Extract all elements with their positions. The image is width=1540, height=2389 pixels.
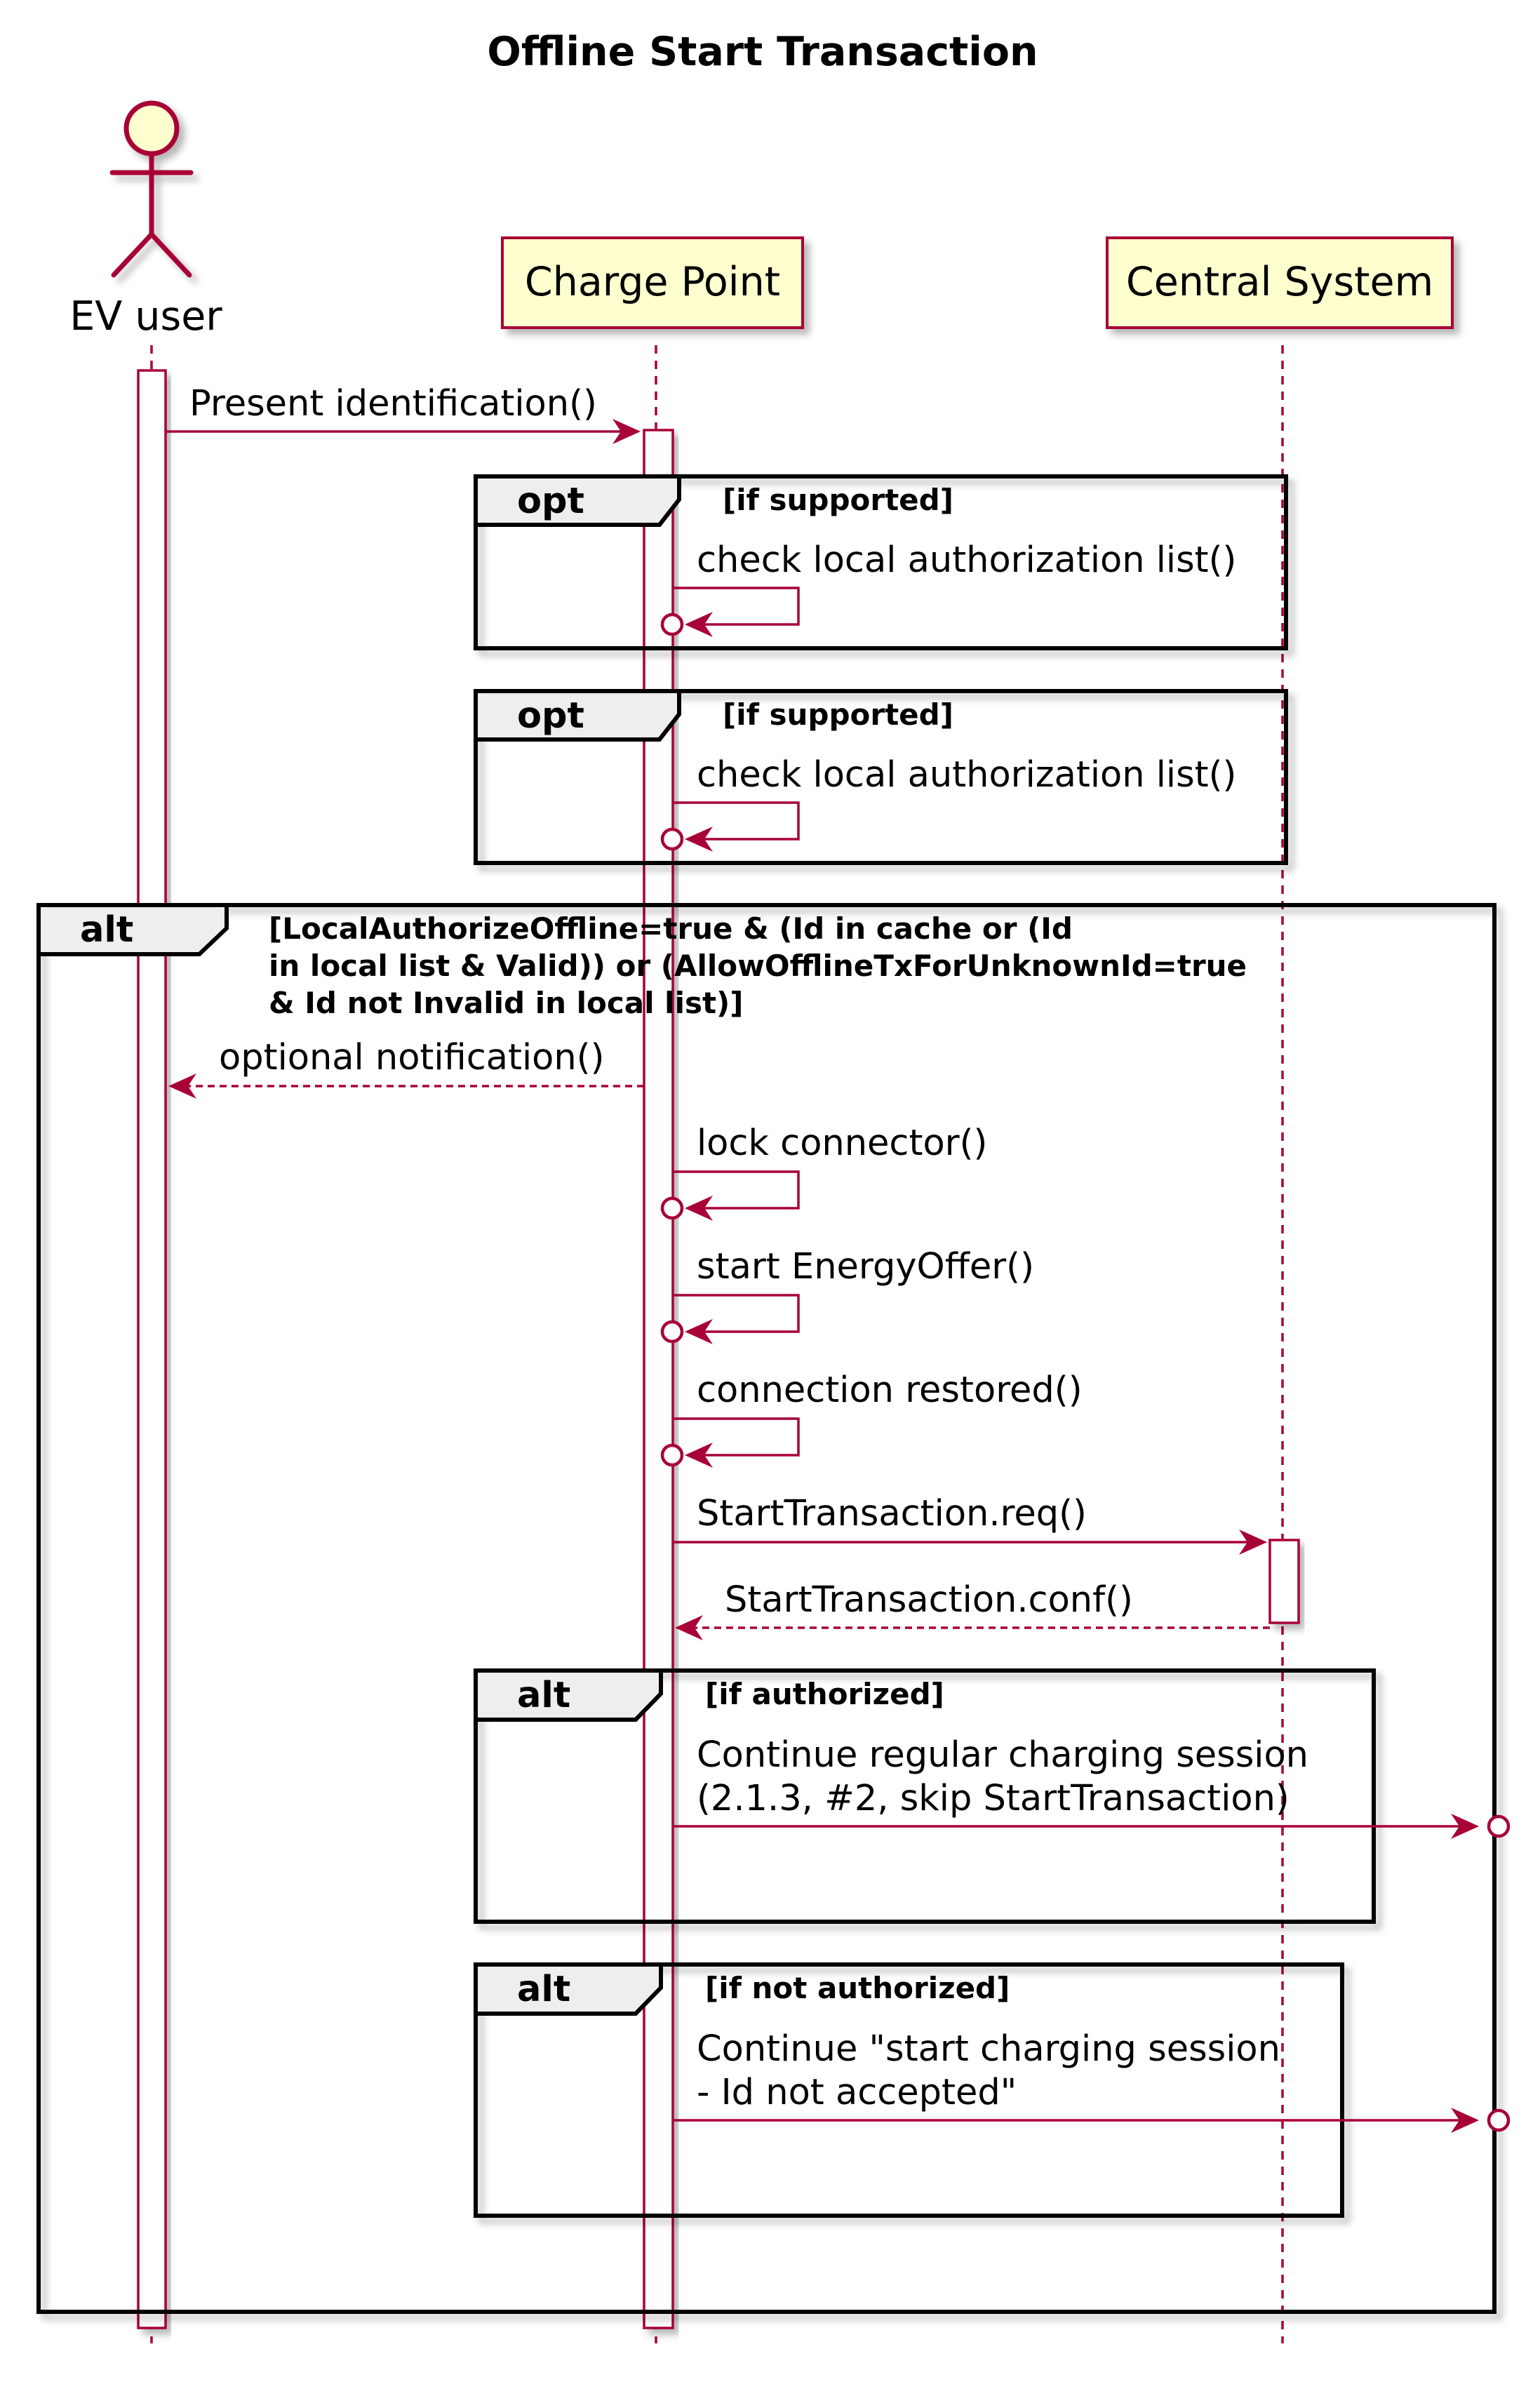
message-circle-marker bbox=[1487, 1814, 1511, 1838]
fragment-condition: [LocalAuthorizeOffline=true & (Id in cac… bbox=[269, 911, 1073, 946]
message-label: Continue regular charging session bbox=[697, 1734, 1308, 1776]
fragment-condition: [if supported] bbox=[723, 697, 953, 732]
fragment-condition: [if supported] bbox=[723, 483, 953, 517]
fragment-keyword: alt bbox=[80, 909, 133, 951]
arrowhead bbox=[685, 827, 713, 852]
message-present-identification: Present identification() bbox=[166, 383, 641, 444]
participant-label-central-system: Central System bbox=[1126, 259, 1433, 305]
message-continue-id-not-accepted: Continue "start charging session - Id no… bbox=[673, 2028, 1511, 2133]
fragment-alt-authorized: alt [if authorized] bbox=[474, 1668, 1376, 1924]
message-label: check local authorization list() bbox=[697, 540, 1236, 581]
arrowhead bbox=[168, 1073, 196, 1099]
fragment-condition: in local list & Valid)) or (AllowOffline… bbox=[269, 949, 1247, 983]
fragment-condition: [if authorized] bbox=[705, 1677, 944, 1711]
fragment-keyword: opt bbox=[517, 481, 584, 522]
message-connection-restored: connection restored() bbox=[660, 1370, 1083, 1468]
arrowhead bbox=[685, 1443, 713, 1468]
arrowhead bbox=[1239, 1530, 1267, 1555]
message-label: - Id not accepted" bbox=[697, 2072, 1017, 2113]
message-circle-marker bbox=[1487, 2108, 1511, 2132]
message-label: (2.1.3, #2, skip StartTransaction) bbox=[697, 1778, 1290, 1819]
participant-ev-user: EV user bbox=[69, 100, 222, 340]
arrowhead bbox=[675, 1615, 703, 1640]
message-circle-marker bbox=[660, 827, 684, 851]
message-label: Continue "start charging session bbox=[697, 2028, 1280, 2070]
message-start-energy-offer: start EnergyOffer() bbox=[660, 1246, 1034, 1344]
fragment-condition: [if not authorized] bbox=[705, 1971, 1010, 2005]
participant-label-ev-user: EV user bbox=[69, 293, 222, 340]
message-label: lock connector() bbox=[697, 1123, 987, 1164]
message-start-transaction-req: StartTransaction.req() bbox=[673, 1493, 1267, 1555]
arrowhead bbox=[685, 612, 713, 637]
fragment-keyword: alt bbox=[517, 1675, 570, 1716]
message-continue-regular-charging: Continue regular charging session (2.1.3… bbox=[673, 1734, 1511, 1839]
fragment-condition: & Id not Invalid in local list)] bbox=[269, 986, 743, 1020]
arrowhead bbox=[612, 419, 641, 444]
participant-central-system: Central System bbox=[1106, 236, 1454, 329]
message-label: start EnergyOffer() bbox=[697, 1246, 1034, 1287]
fragment-keyword: alt bbox=[517, 1969, 570, 2010]
activation-central-system bbox=[1268, 1539, 1300, 1624]
arrowhead bbox=[1451, 1814, 1479, 1839]
diagram-title: Offline Start Transaction bbox=[487, 29, 1038, 75]
message-label: StartTransaction.conf() bbox=[725, 1579, 1133, 1621]
message-label: StartTransaction.req() bbox=[697, 1493, 1087, 1534]
message-optional-notification: optional notification() bbox=[168, 1037, 644, 1099]
message-circle-marker bbox=[660, 1443, 684, 1467]
arrowhead bbox=[1451, 2108, 1479, 2133]
message-circle-marker bbox=[660, 1320, 684, 1344]
message-lock-connector: lock connector() bbox=[660, 1123, 987, 1221]
participant-label-charge-point: Charge Point bbox=[525, 259, 780, 305]
message-circle-marker bbox=[660, 1196, 684, 1220]
fragment-alt-offline-authorize: alt [LocalAuthorizeOffline=true & (Id in… bbox=[36, 903, 1497, 2314]
fragment-opt-1: opt [if supported] bbox=[474, 474, 1288, 650]
message-check-local-authorization-list-1: check local authorization list() bbox=[660, 540, 1236, 637]
participant-charge-point: Charge Point bbox=[501, 236, 804, 329]
message-circle-marker bbox=[660, 613, 684, 636]
fragment-opt-2: opt [if supported] bbox=[474, 689, 1288, 865]
activation-charge-point bbox=[643, 429, 674, 2329]
message-label: check local authorization list() bbox=[697, 754, 1236, 796]
arrowhead bbox=[685, 1319, 713, 1344]
message-check-local-authorization-list-2: check local authorization list() bbox=[660, 754, 1236, 852]
fragment-keyword: opt bbox=[517, 695, 584, 737]
fragment-alt-not-authorized: alt [if not authorized] bbox=[474, 1962, 1344, 2218]
message-label: connection restored() bbox=[697, 1370, 1083, 1411]
message-label: Present identification() bbox=[189, 383, 597, 424]
activation-ev-user bbox=[137, 369, 167, 2329]
message-label: optional notification() bbox=[219, 1037, 605, 1078]
arrowhead bbox=[685, 1196, 713, 1221]
message-start-transaction-conf: StartTransaction.conf() bbox=[675, 1579, 1270, 1640]
